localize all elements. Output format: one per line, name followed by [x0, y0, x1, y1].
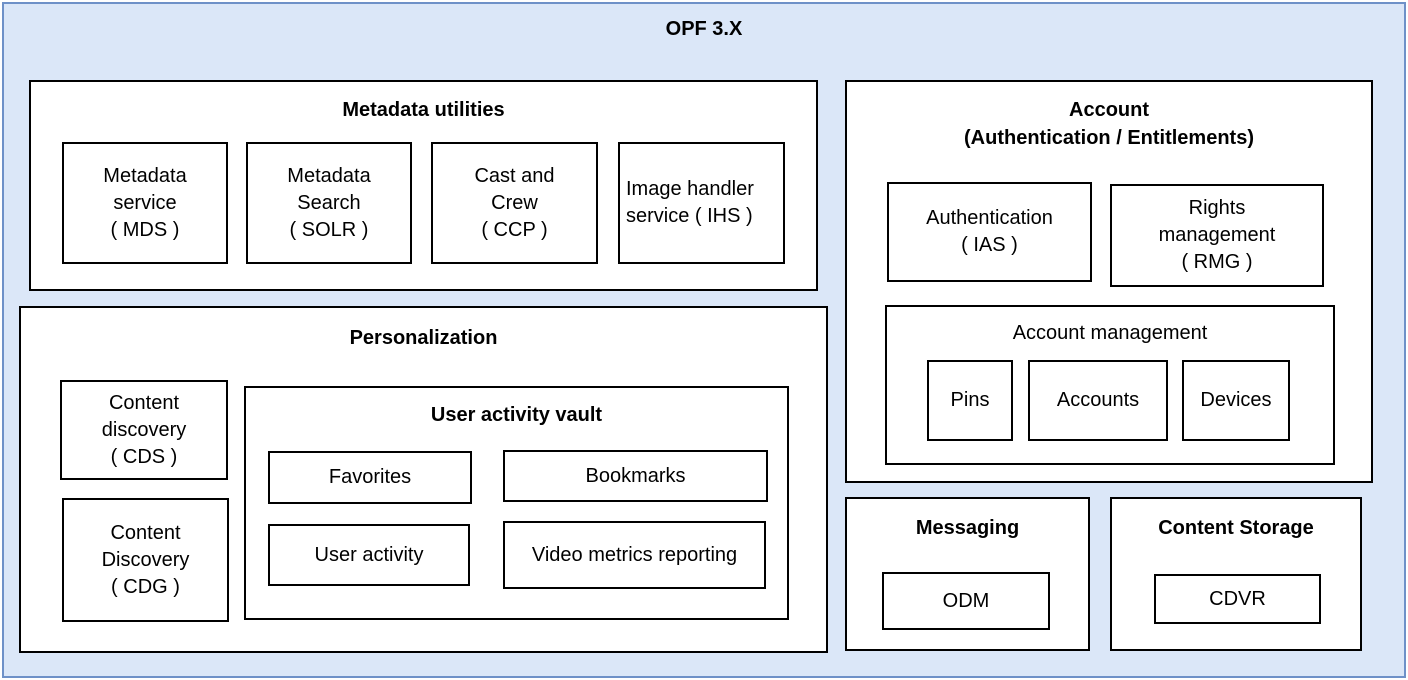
- panel-account-management: Account management Pins Accounts Devices: [885, 305, 1335, 465]
- box-metadata-search-solr: Metadata Search ( SOLR ): [246, 142, 412, 264]
- box-label: Bookmarks: [585, 464, 686, 487]
- box-cdvr: CDVR: [1154, 574, 1321, 624]
- box-label: Authentication ( IAS ): [926, 207, 1053, 256]
- box-label: ODM: [942, 589, 990, 612]
- box-content-discovery-cdg: Content Discovery ( CDG ): [62, 498, 229, 622]
- content-storage-title: Content Storage: [1158, 517, 1314, 539]
- box-video-metrics-reporting: Video metrics reporting: [503, 521, 766, 589]
- box-user-activity: User activity: [268, 524, 470, 586]
- account-title: Account (Authentication / Entitlements): [964, 99, 1254, 149]
- box-label: Rights management ( RMG ): [1158, 197, 1276, 273]
- box-rights-management-rmg: Rights management ( RMG ): [1110, 184, 1324, 287]
- box-label: Metadata service ( MDS ): [103, 164, 187, 241]
- box-pins: Pins: [927, 360, 1013, 441]
- metadata-utilities-title: Metadata utilities: [342, 99, 505, 121]
- box-label: Video metrics reporting: [531, 543, 738, 566]
- box-bookmarks: Bookmarks: [503, 450, 768, 502]
- messaging-title: Messaging: [915, 517, 1020, 539]
- box-content-discovery-cds: Content discovery ( CDS ): [60, 380, 228, 480]
- diagram-title: OPF 3.X: [665, 18, 743, 40]
- panel-messaging: Messaging ODM: [845, 497, 1090, 651]
- box-label: Pins: [950, 389, 990, 411]
- personalization-title: Personalization: [349, 327, 498, 349]
- box-label: CDVR: [1209, 587, 1266, 610]
- panel-user-activity-vault: User activity vault Favorites Bookmarks …: [244, 386, 789, 620]
- box-label: Metadata Search ( SOLR ): [287, 164, 371, 241]
- account-management-title: Account management: [1012, 322, 1208, 344]
- panel-content-storage: Content Storage CDVR: [1110, 497, 1362, 651]
- box-label: Image handler service ( IHS ): [626, 178, 754, 227]
- box-label: Accounts: [1056, 389, 1140, 411]
- box-image-handler-ihs: Image handler service ( IHS ): [618, 142, 785, 264]
- panel-personalization: Personalization Content discovery ( CDS …: [19, 306, 828, 653]
- box-label: User activity: [314, 543, 424, 566]
- box-label: Content discovery ( CDS ): [101, 391, 187, 468]
- box-accounts: Accounts: [1028, 360, 1168, 441]
- box-authentication-ias: Authentication ( IAS ): [887, 182, 1092, 282]
- box-odm: ODM: [882, 572, 1050, 630]
- box-label: Content Discovery ( CDG ): [101, 521, 190, 598]
- box-favorites: Favorites: [268, 451, 472, 504]
- user-activity-vault-title: User activity vault: [430, 404, 603, 426]
- panel-metadata-utilities: Metadata utilities Metadata service ( MD…: [29, 80, 818, 291]
- box-label: Devices: [1200, 389, 1272, 411]
- box-metadata-service-mds: Metadata service ( MDS ): [62, 142, 228, 264]
- box-cast-and-crew-ccp: Cast and Crew ( CCP ): [431, 142, 598, 264]
- box-label: Cast and Crew ( CCP ): [474, 164, 555, 241]
- box-label: Favorites: [328, 466, 412, 488]
- box-devices: Devices: [1182, 360, 1290, 441]
- panel-account: Account (Authentication / Entitlements) …: [845, 80, 1373, 483]
